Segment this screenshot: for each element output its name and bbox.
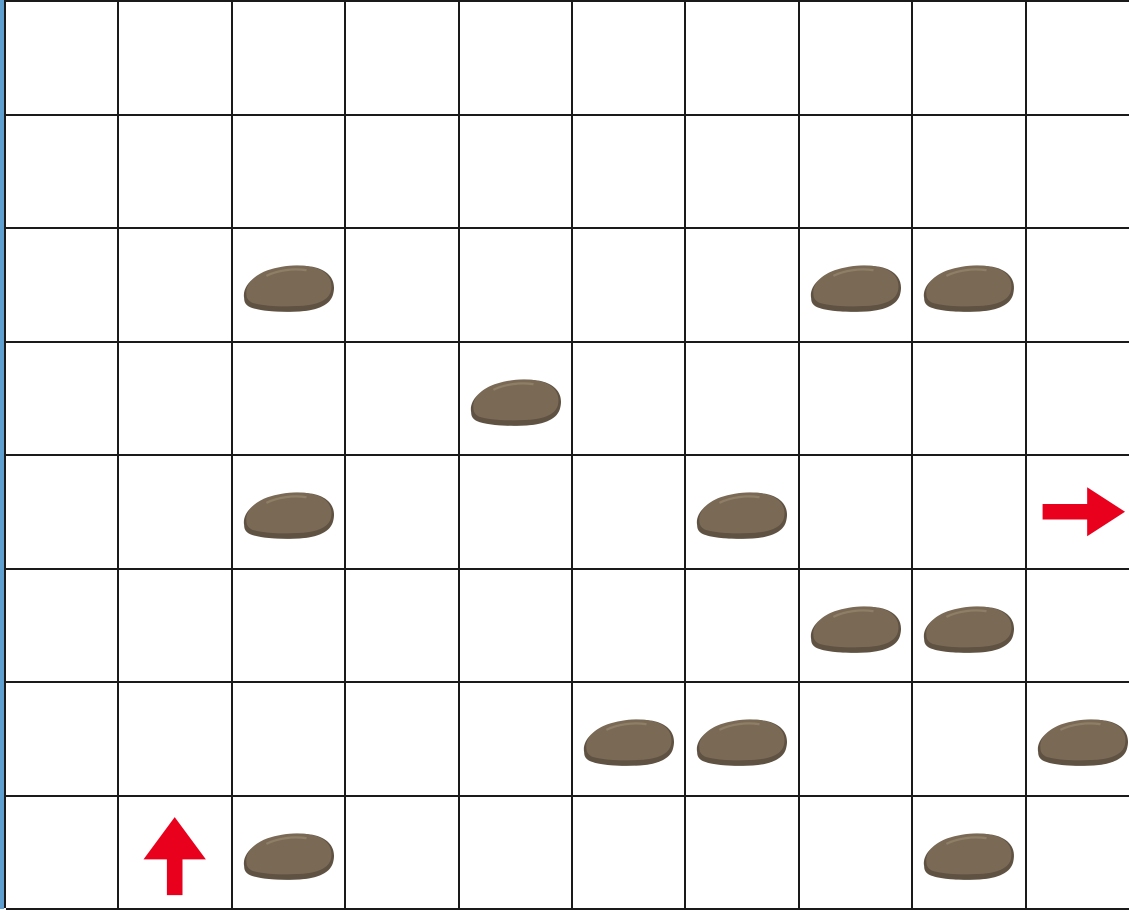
grid-cell-arrow-right[interactable] bbox=[1027, 456, 1129, 570]
grid-cell[interactable] bbox=[1027, 343, 1129, 457]
grid-cell[interactable] bbox=[573, 456, 686, 570]
rock-icon bbox=[913, 797, 1024, 909]
grid-cell[interactable] bbox=[1027, 116, 1129, 230]
grid-cell-rock[interactable] bbox=[686, 683, 799, 797]
grid-cell-rock[interactable] bbox=[233, 456, 346, 570]
grid-cell[interactable] bbox=[800, 343, 913, 457]
grid-cell[interactable] bbox=[913, 343, 1026, 457]
grid-cell[interactable] bbox=[119, 229, 232, 343]
grid-cell[interactable] bbox=[233, 683, 346, 797]
rock-icon bbox=[573, 683, 684, 795]
grid-cell[interactable] bbox=[119, 2, 232, 116]
grid-cell-rock[interactable] bbox=[233, 797, 346, 910]
grid-cell[interactable] bbox=[573, 570, 686, 684]
grid-cell[interactable] bbox=[233, 570, 346, 684]
grid-cell[interactable] bbox=[460, 456, 573, 570]
grid-cell[interactable] bbox=[1027, 797, 1129, 910]
grid-cell[interactable] bbox=[913, 683, 1026, 797]
grid-cell[interactable] bbox=[119, 570, 232, 684]
grid-cell[interactable] bbox=[119, 116, 232, 230]
game-board bbox=[4, 0, 1129, 908]
rock-icon bbox=[686, 456, 797, 568]
grid-cell[interactable] bbox=[346, 343, 459, 457]
grid-cell[interactable] bbox=[6, 683, 119, 797]
grid-cell[interactable] bbox=[686, 2, 799, 116]
grid-cell[interactable] bbox=[346, 683, 459, 797]
grid-cell-rock[interactable] bbox=[460, 343, 573, 457]
grid-cell-rock[interactable] bbox=[233, 229, 346, 343]
grid-cell[interactable] bbox=[686, 229, 799, 343]
grid-cell[interactable] bbox=[913, 2, 1026, 116]
rock-icon bbox=[800, 229, 911, 341]
grid-cell[interactable] bbox=[6, 229, 119, 343]
grid-cell[interactable] bbox=[6, 343, 119, 457]
grid-cell[interactable] bbox=[346, 116, 459, 230]
grid-cell-rock[interactable] bbox=[1027, 683, 1129, 797]
grid-cell[interactable] bbox=[346, 229, 459, 343]
grid-cell[interactable] bbox=[346, 2, 459, 116]
grid-cell[interactable] bbox=[800, 683, 913, 797]
rock-icon bbox=[460, 343, 571, 455]
grid-cell[interactable] bbox=[1027, 570, 1129, 684]
grid-cell[interactable] bbox=[1027, 2, 1129, 116]
grid-cell[interactable] bbox=[6, 570, 119, 684]
grid-cell[interactable] bbox=[233, 116, 346, 230]
grid-cell[interactable] bbox=[233, 343, 346, 457]
grid-cell[interactable] bbox=[346, 570, 459, 684]
grid-cell[interactable] bbox=[460, 229, 573, 343]
grid-cell[interactable] bbox=[6, 797, 119, 910]
grid-cell[interactable] bbox=[1027, 229, 1129, 343]
grid-cell[interactable] bbox=[686, 797, 799, 910]
grid-cell[interactable] bbox=[6, 2, 119, 116]
rock-icon bbox=[233, 456, 344, 568]
grid-cell-rock[interactable] bbox=[913, 570, 1026, 684]
grid-cell[interactable] bbox=[573, 2, 686, 116]
grid-cell-rock[interactable] bbox=[686, 456, 799, 570]
grid-cell-rock[interactable] bbox=[573, 683, 686, 797]
grid-cell-rock[interactable] bbox=[913, 797, 1026, 910]
grid-cell[interactable] bbox=[573, 797, 686, 910]
grid-cell[interactable] bbox=[346, 456, 459, 570]
rock-icon bbox=[686, 683, 797, 795]
grid-cell[interactable] bbox=[346, 797, 459, 910]
grid-cell[interactable] bbox=[460, 570, 573, 684]
rock-icon bbox=[913, 229, 1024, 341]
grid-cell[interactable] bbox=[6, 456, 119, 570]
grid-cell[interactable] bbox=[119, 683, 232, 797]
grid-cell[interactable] bbox=[573, 116, 686, 230]
grid-cell[interactable] bbox=[460, 683, 573, 797]
grid-cell[interactable] bbox=[460, 2, 573, 116]
grid-cell[interactable] bbox=[119, 456, 232, 570]
grid-cell[interactable] bbox=[913, 456, 1026, 570]
grid-cell[interactable] bbox=[800, 797, 913, 910]
grid-cell[interactable] bbox=[233, 2, 346, 116]
grid-cell[interactable] bbox=[6, 116, 119, 230]
grid-cell-rock[interactable] bbox=[800, 229, 913, 343]
arrow-up-icon bbox=[119, 797, 230, 909]
grid-cell[interactable] bbox=[800, 2, 913, 116]
grid-cell[interactable] bbox=[119, 343, 232, 457]
grid-cell[interactable] bbox=[573, 343, 686, 457]
grid-cell-rock[interactable] bbox=[800, 570, 913, 684]
grid-cell[interactable] bbox=[686, 343, 799, 457]
grid-cell[interactable] bbox=[460, 797, 573, 910]
grid-cell[interactable] bbox=[686, 570, 799, 684]
rock-icon bbox=[800, 570, 911, 682]
grid-cell[interactable] bbox=[800, 456, 913, 570]
rock-icon bbox=[1027, 683, 1129, 795]
arrow-right-icon bbox=[1027, 456, 1129, 568]
rock-icon bbox=[913, 570, 1024, 682]
grid-cell[interactable] bbox=[800, 116, 913, 230]
rock-icon bbox=[233, 229, 344, 341]
grid-cell[interactable] bbox=[686, 116, 799, 230]
grid-cell-arrow-up[interactable] bbox=[119, 797, 232, 910]
grid-cell[interactable] bbox=[913, 116, 1026, 230]
grid-cell[interactable] bbox=[460, 116, 573, 230]
grid-cell[interactable] bbox=[573, 229, 686, 343]
rock-icon bbox=[233, 797, 344, 909]
grid-cell-rock[interactable] bbox=[913, 229, 1026, 343]
